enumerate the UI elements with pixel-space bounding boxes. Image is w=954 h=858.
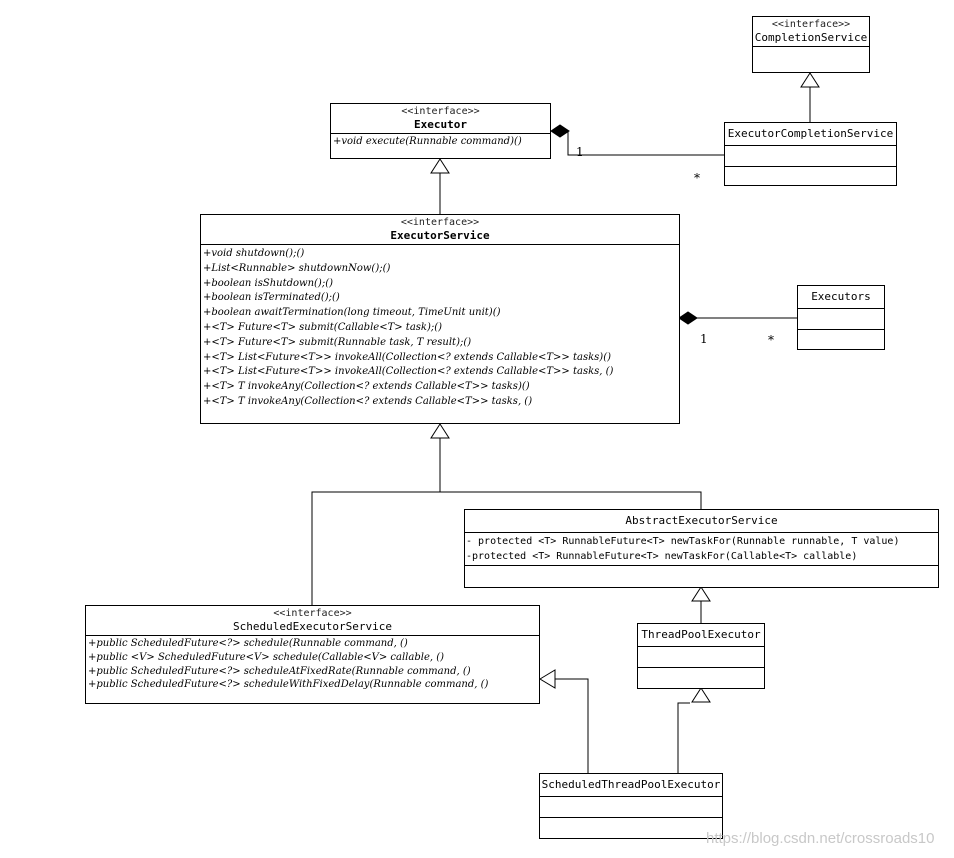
- operation-row: +<T> Future<T> submit(Callable<T> task);…: [203, 321, 443, 333]
- class-name: Executors: [811, 290, 871, 303]
- stereotype-label: <<interface>>: [771, 19, 851, 30]
- class-header: ThreadPoolExecutor: [638, 624, 764, 647]
- class-header: ScheduledThreadPoolExecutor: [540, 774, 722, 797]
- stpe-to-ses-line: [555, 678, 589, 773]
- operations-section: [540, 818, 722, 834]
- class-scheduled-executor-service[interactable]: <<interface>> ScheduledExecutorService +…: [85, 605, 540, 704]
- class-name: ThreadPoolExecutor: [641, 628, 761, 641]
- class-executors[interactable]: Executors: [797, 285, 885, 350]
- attributes-section: [725, 146, 896, 167]
- class-header: <<interface>> ScheduledExecutorService: [86, 606, 539, 636]
- executor-service-generalization-arrowhead: [430, 158, 450, 174]
- operation-row: - protected <T> RunnableFuture<T> newTas…: [466, 536, 900, 547]
- tpe-generalization-arrowhead: [691, 586, 711, 602]
- multiplicity-one-label: 1: [576, 145, 584, 159]
- class-executor-service[interactable]: <<interface>> ExecutorService +void shut…: [200, 214, 680, 424]
- attributes-section: [540, 797, 722, 818]
- operation-row: -protected <T> RunnableFuture<T> newTask…: [466, 551, 858, 562]
- executor-service-subtypes-arrowhead: [430, 423, 450, 439]
- class-abstract-executor-service[interactable]: AbstractExecutorService - protected <T> …: [464, 509, 939, 588]
- executor-ecs-diamond: [550, 124, 570, 138]
- class-name: ScheduledExecutorService: [233, 620, 392, 633]
- operations-section: +public ScheduledFuture<?> schedule(Runn…: [86, 636, 539, 692]
- class-header: AbstractExecutorService: [465, 510, 938, 533]
- operations-section: [798, 330, 884, 346]
- operation-row: +void execute(Runnable command)(): [333, 136, 522, 147]
- stereotype-label: <<interface>>: [400, 217, 480, 228]
- class-header: <<interface>> CompletionService: [753, 17, 869, 47]
- executor-ecs-composition-line: [567, 131, 724, 156]
- class-header: Executors: [798, 286, 884, 309]
- operation-row: +public ScheduledFuture<?> schedule(Runn…: [88, 638, 408, 649]
- extra-section: [465, 566, 938, 580]
- class-name: AbstractExecutorService: [625, 514, 778, 527]
- subtypes-to-executor-service-line: [311, 491, 702, 606]
- class-completion-service[interactable]: <<interface>> CompletionService: [752, 16, 870, 73]
- class-scheduled-thread-pool-executor[interactable]: ScheduledThreadPoolExecutor: [539, 773, 723, 839]
- stereotype-label: <<interface>>: [401, 106, 480, 117]
- class-thread-pool-executor[interactable]: ThreadPoolExecutor: [637, 623, 765, 689]
- watermark-text: https://blog.csdn.net/crossroads10: [706, 830, 935, 847]
- class-executor-completion-service[interactable]: ExecutorCompletionService: [724, 122, 897, 186]
- ecs-realization-arrowhead: [800, 72, 820, 88]
- executor-service-executors-diamond: [678, 311, 698, 325]
- stpe-generalization-arrowhead: [691, 687, 711, 703]
- operations-section: [753, 47, 869, 63]
- class-header: <<interface>> ExecutorService: [201, 215, 679, 245]
- operation-row: +void shutdown();(): [203, 248, 305, 259]
- operations-section: +void shutdown();() +List<Runnable> shut…: [201, 245, 679, 410]
- operations-section: [638, 668, 764, 684]
- operation-row: +<T> List<Future<T>> invokeAll(Collectio…: [203, 366, 614, 378]
- operation-row: +public <V> ScheduledFuture<V> schedule(…: [88, 651, 445, 663]
- class-name: CompletionService: [754, 31, 868, 44]
- operation-row: +boolean isShutdown();(): [203, 277, 333, 289]
- operation-row: +<T> Future<T> submit(Runnable task, T r…: [203, 336, 472, 348]
- class-name: Executor: [414, 118, 467, 131]
- operation-row: +<T> List<Future<T>> invokeAll(Collectio…: [203, 351, 611, 363]
- operations-section: [725, 167, 896, 183]
- operation-row: +public ScheduledFuture<?> scheduleAtFix…: [88, 665, 471, 677]
- operation-row: +<T> T invokeAny(Collection<? extends Ca…: [203, 381, 530, 393]
- operation-row: +boolean awaitTermination(long timeout, …: [203, 307, 501, 319]
- class-name: ScheduledThreadPoolExecutor: [541, 778, 721, 791]
- operations-section: - protected <T> RunnableFuture<T> newTas…: [465, 533, 938, 566]
- operation-row: +<T> T invokeAny(Collection<? extends Ca…: [203, 395, 533, 407]
- attributes-section: [798, 309, 884, 330]
- multiplicity-one-label: 1: [700, 332, 708, 346]
- class-header: <<interface>> Executor: [331, 104, 550, 134]
- attributes-section: [638, 647, 764, 668]
- class-header: ExecutorCompletionService: [725, 123, 896, 146]
- operations-section: +void execute(Runnable command)(): [331, 134, 550, 149]
- operation-row: +public ScheduledFuture<?> scheduleWithF…: [88, 679, 489, 691]
- operation-row: +List<Runnable> shutdownNow();(): [203, 262, 391, 274]
- class-executor[interactable]: <<interface>> Executor +void execute(Run…: [330, 103, 551, 159]
- stpe-realization-arrowhead: [539, 669, 556, 689]
- stereotype-label: <<interface>>: [273, 608, 352, 619]
- multiplicity-many-label: *: [694, 171, 700, 185]
- stpe-to-tpe-line: [677, 702, 690, 773]
- multiplicity-many-label: *: [768, 333, 774, 347]
- class-name: ExecutorService: [390, 229, 490, 242]
- operation-row: +boolean isTerminated();(): [203, 292, 340, 304]
- class-name: ExecutorCompletionService: [727, 127, 894, 140]
